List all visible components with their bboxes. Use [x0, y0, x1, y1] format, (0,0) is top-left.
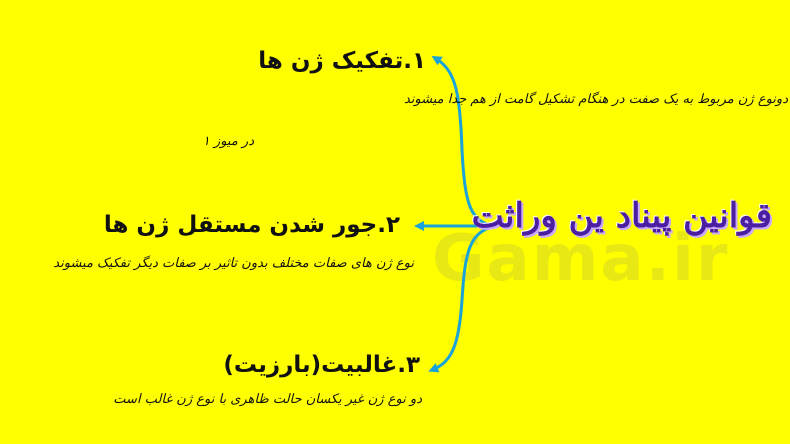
item-1-description-line-1: دونوع ژن مربوط به یک صفت در هنگام تشکیل … — [403, 92, 788, 107]
arrow-to-item-1 — [431, 55, 496, 228]
slide-title: قوانین پیناد ین وراثت — [471, 196, 772, 236]
item-2-heading: ۲.جور شدن مستقل ژن ها — [103, 212, 400, 238]
item-3-description-line-1: دو نوع ژن غیر یکسان حالت ظاهری با نوع ژن… — [113, 392, 422, 407]
arrow-to-item-3 — [428, 224, 496, 373]
item-2-description-line-1: نوع ژن های صفات مختلف بدون تاثیر بر صفات… — [53, 256, 414, 271]
item-1-description-line-2: در میوز ۱ — [202, 134, 254, 149]
item-3-heading: ۳.غالبیت(بارزیت) — [223, 352, 420, 378]
watermark-text: Gama.ir — [432, 222, 730, 296]
item-1-heading: ۱.تفکیک ژن ها — [258, 48, 426, 74]
